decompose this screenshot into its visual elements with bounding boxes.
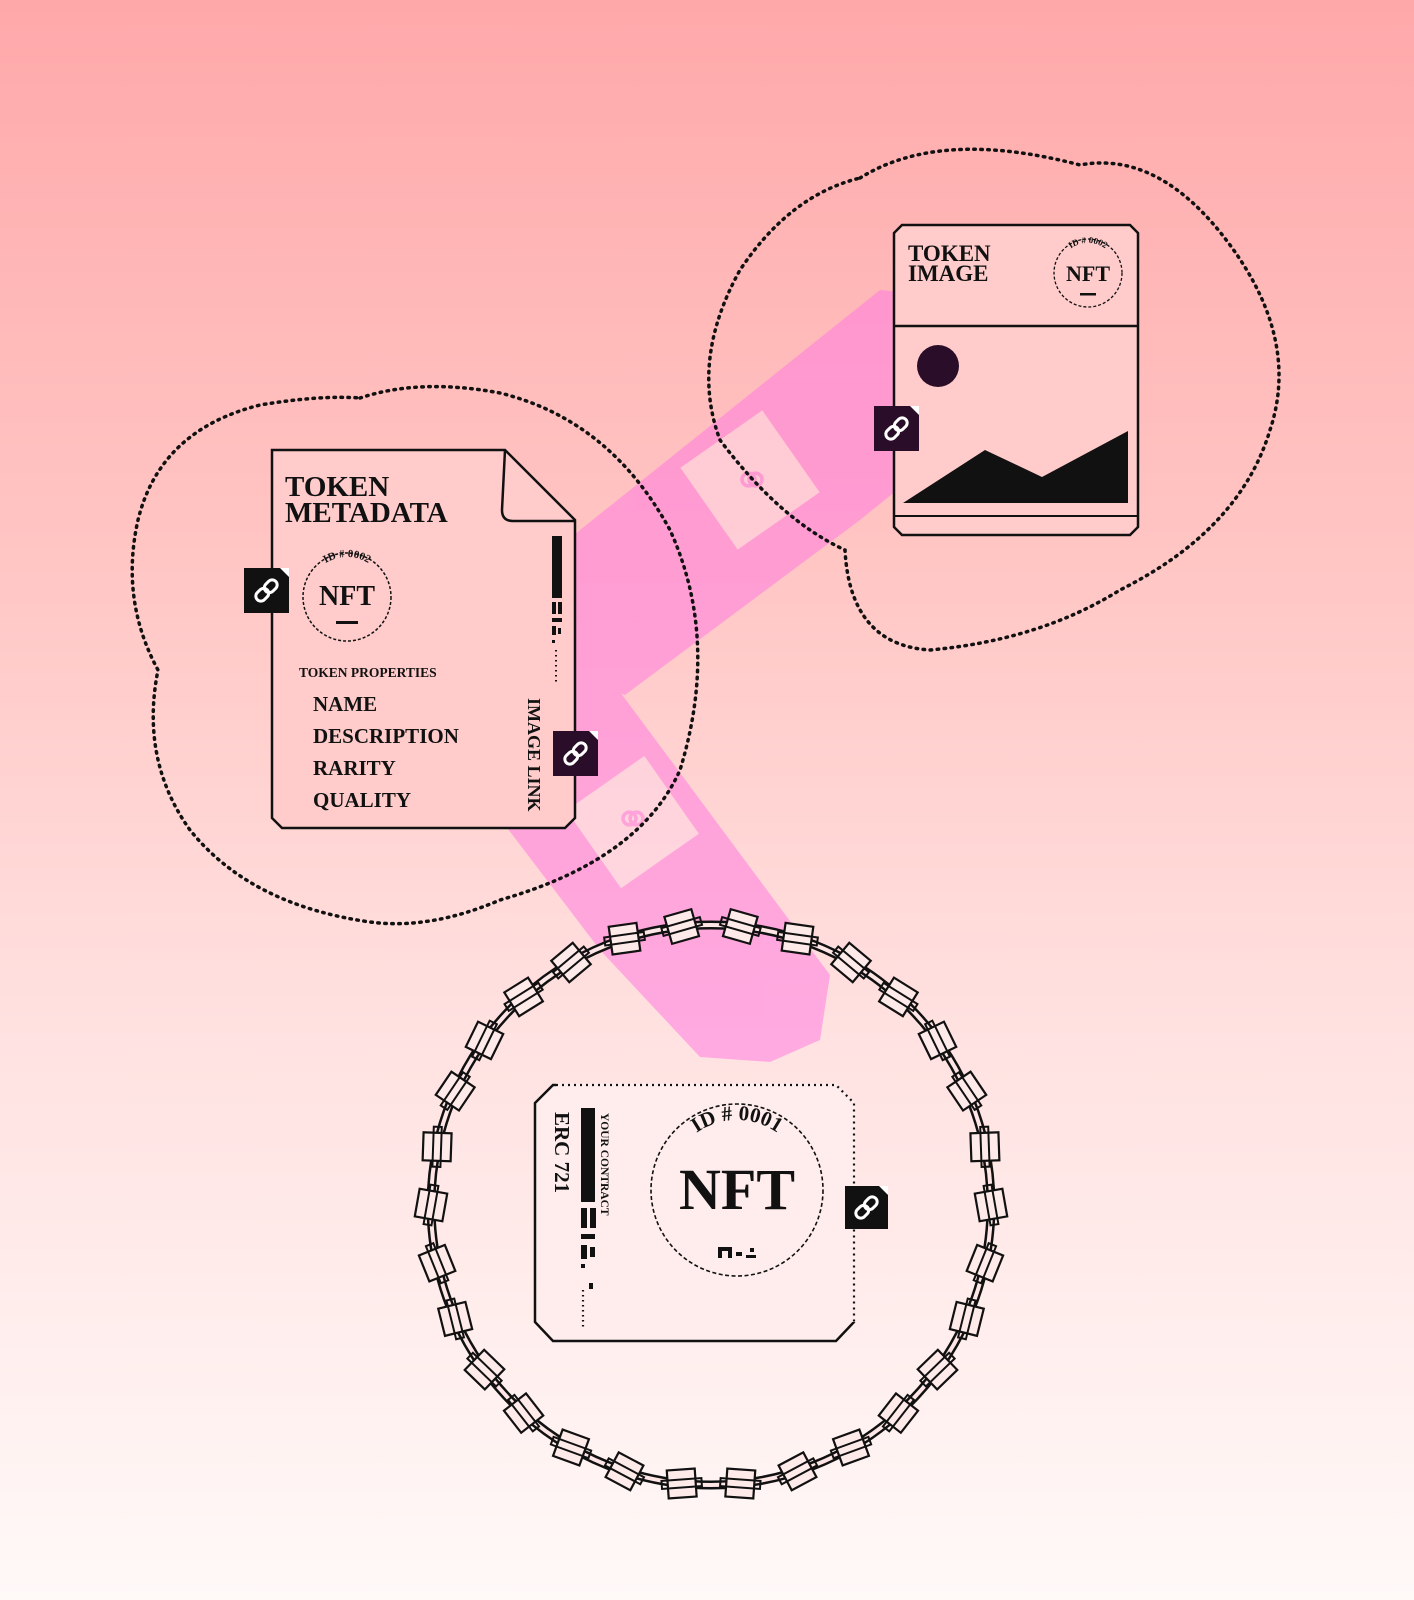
chain-link-icon [829,941,873,984]
chain-link-icon [718,907,762,946]
image-card-frame [892,223,1140,537]
chain-link-icon [965,1241,1005,1285]
chain-link-icon [436,1297,474,1341]
seal-outline [1053,238,1123,308]
contract-label: YOUR CONTRACT [598,1113,610,1216]
chain-link-icon [829,1428,873,1467]
property-name: NAME [313,692,377,716]
chain-link-icon [916,1348,959,1391]
blockchain-chain-ring [413,907,1009,1500]
chain-link-icon [464,1019,505,1062]
chain-link-icon [917,1019,958,1062]
seal-nft-text: NFT [679,1157,795,1222]
property-description: DESCRIPTION [313,724,459,748]
chain-link-icon [877,976,920,1018]
mountain-icon [903,431,1128,503]
erc721-contract-card: ERC 721 YOUR CONTRACT ID # 0001 NFT [533,1083,856,1343]
chain-link-icon [776,921,819,956]
chain-link-icon [603,921,646,956]
chain-link-icon [948,1297,986,1341]
link-icon-corner [280,568,289,577]
image-nft-seal: ID # 0002 NFT [1053,235,1123,308]
chain-link-icon [434,1070,477,1113]
barcode-icon [552,536,562,643]
image-title-line2: IMAGE [908,261,989,286]
chain-link-icon [549,1428,593,1467]
metadata-title-line2: METADATA [285,497,448,529]
metadata-nft-seal: ID # 0002 NFT [302,548,392,642]
link-beams: ⚭ ⚭ [410,290,1000,1062]
chain-link-icon [413,1183,449,1227]
token-metadata-card: TOKEN METADATA ID # 0002 NFT TOKEN PROPE… [270,448,577,830]
chain-link-icon [660,1467,703,1500]
barcode-icon [581,1108,596,1289]
chain-link-icon [877,1391,920,1435]
chain-link-icon [973,1183,1009,1227]
image-cloud-outline [707,147,1281,652]
seal-nft-text: NFT [319,581,375,612]
link-icon-corner [879,1186,888,1195]
seal-nft-text: NFT [1066,261,1110,286]
property-quality: QUALITY [313,788,411,812]
link-icon [854,1195,879,1220]
beam-window-2 [566,755,699,889]
image-title-line1: TOKEN [908,241,991,266]
chain-link-icon [969,1125,1001,1168]
link-icon [254,578,279,603]
seal-mark [1080,293,1096,296]
link-icon-corner [589,731,598,740]
seal-mark [336,621,358,624]
property-rarity: RARITY [313,756,396,780]
link-button-image-link[interactable] [553,731,598,776]
metadata-document [270,448,577,830]
chain-link-icon [719,1467,762,1500]
contract-standard-label: ERC 721 [550,1112,574,1193]
chain-link-icon [549,941,593,984]
token-image-card: TOKEN IMAGE ID # 0002 NFT [892,223,1140,537]
chain-link-icon [776,1450,819,1492]
chain-link-icon [417,1241,457,1285]
chain-link-icon [660,907,704,946]
chain-link-icon [421,1125,453,1168]
link-button-contract[interactable] [845,1186,888,1229]
link-button-metadata[interactable] [244,568,289,613]
chain-link-icon [502,1391,545,1435]
chain-link-icon [603,1450,646,1492]
seal-outline [650,1103,824,1277]
seal-outline [302,552,392,642]
token-properties-heading: TOKEN PROPERTIES [299,665,437,680]
chain-link-icon [463,1348,506,1391]
seal-mark [718,1247,756,1258]
link-icon-corner [910,406,919,415]
link-icon [563,741,588,766]
metadata-page-fold [500,449,575,523]
metadata-cloud-outline [130,384,700,926]
chain-link-icon [945,1070,988,1113]
metadata-title-line1: TOKEN [285,471,389,503]
image-link-label: IMAGE LINK [524,698,544,812]
sun-icon [917,345,959,387]
link-icon [884,416,909,441]
beam-window-1 [680,410,820,550]
link-button-image[interactable] [874,406,919,451]
chain-link-icon [502,976,545,1018]
